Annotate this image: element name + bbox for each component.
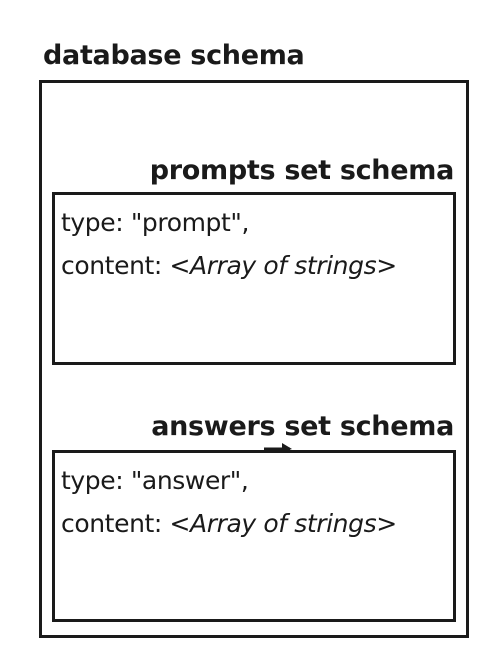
answers-content-line: content: <Array of strings> bbox=[61, 502, 453, 545]
answers-type-line: type: "answer", bbox=[61, 466, 249, 495]
prompts-content-value: <Array of strings> bbox=[169, 251, 398, 280]
prompts-content-key: content: bbox=[61, 251, 170, 280]
database-schema-title: database schema bbox=[43, 40, 305, 71]
answers-content-key: content: bbox=[61, 509, 170, 538]
database-schema-box bbox=[39, 80, 469, 638]
answers-schema-title: answers set schema bbox=[151, 411, 454, 442]
prompts-type-line: type: "prompt", bbox=[61, 208, 250, 237]
connector-arrow-icon bbox=[264, 443, 292, 452]
answers-schema-box: type: "answer", content: <Array of strin… bbox=[52, 450, 456, 622]
prompts-schema-title: prompts set schema bbox=[149, 155, 455, 186]
prompts-content-line: content: <Array of strings> bbox=[61, 244, 453, 287]
prompts-schema-box: type: "prompt", content: <Array of strin… bbox=[52, 192, 456, 365]
answers-content-value: <Array of strings> bbox=[169, 509, 398, 538]
